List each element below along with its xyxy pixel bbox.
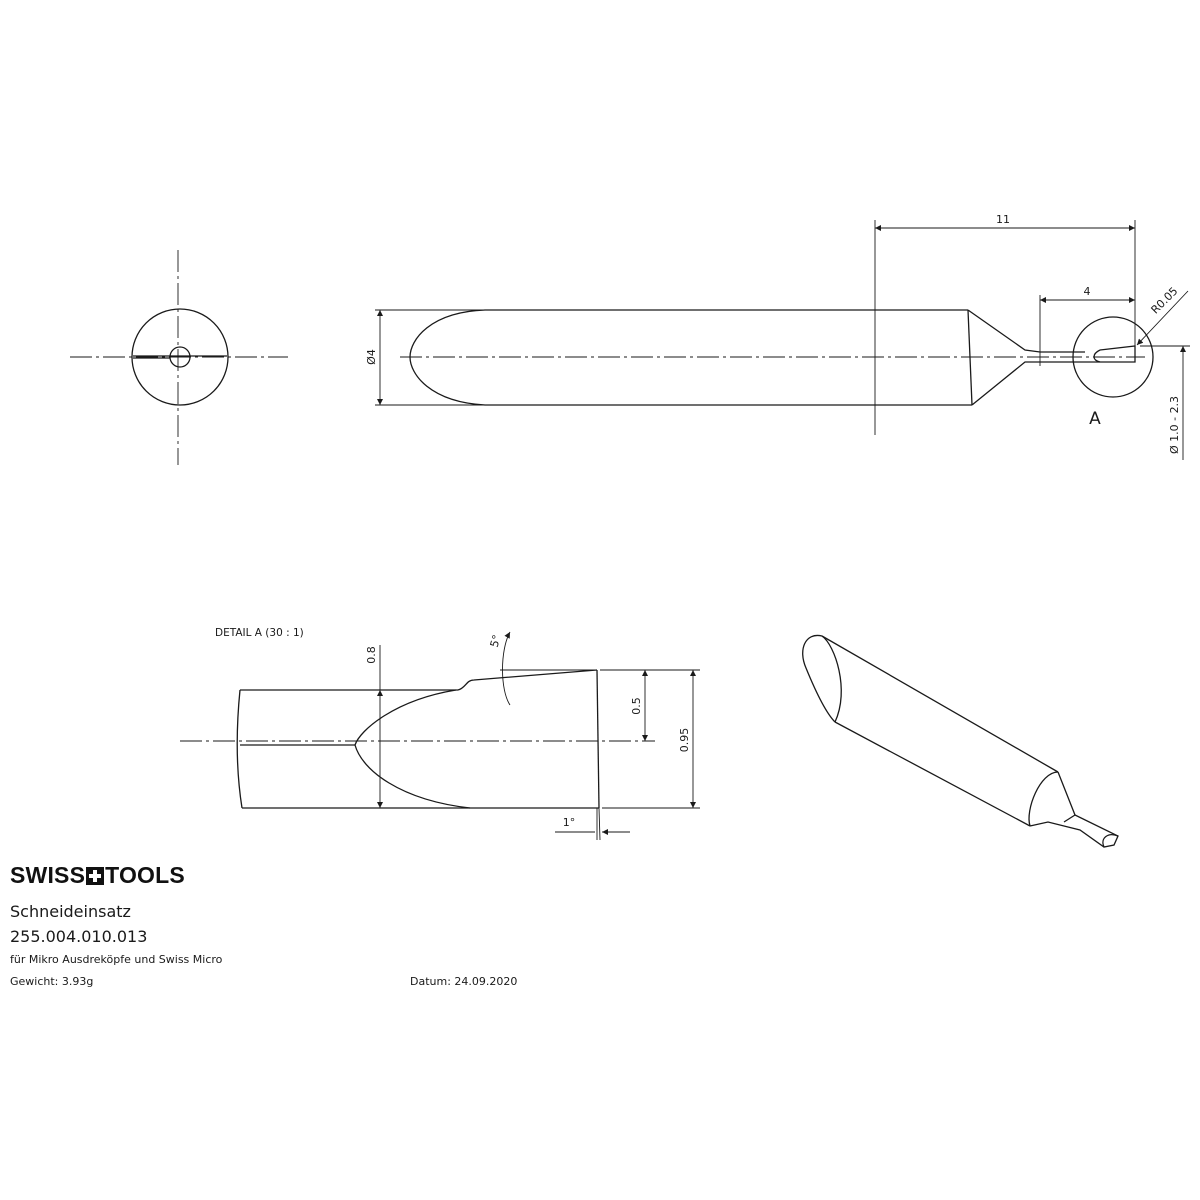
side-view <box>375 220 1190 460</box>
product-name: Schneideinsatz <box>10 902 131 921</box>
swiss-cross-icon <box>86 866 105 885</box>
dim-angle-1: 1° <box>563 816 576 829</box>
dim-length-total: 11 <box>996 213 1010 226</box>
isometric-view <box>802 634 1119 848</box>
dim-detail-095: 0.95 <box>678 728 691 753</box>
product-description: für Mikro Ausdreköpfe und Swiss Micro <box>10 953 223 966</box>
dim-detail-08: 0.8 <box>365 646 378 664</box>
weight: Gewicht: 3.93g <box>10 975 94 988</box>
dim-shank-diameter: Ø4 <box>365 349 378 365</box>
dim-angle-5: 5° <box>488 633 504 648</box>
brand-logo: SWISS TOOLS <box>10 862 185 889</box>
end-view <box>70 250 288 465</box>
dim-tip-radius: R0.05 <box>1149 285 1181 317</box>
brand-logo-left: SWISS <box>10 862 86 888</box>
dim-detail-05: 0.5 <box>630 697 643 715</box>
detail-title: DETAIL A (30 : 1) <box>215 627 304 639</box>
detail-marker-label: A <box>1089 409 1101 429</box>
dim-bore-range: Ø 1.0 - 2.3 <box>1168 396 1181 454</box>
brand-logo-right: TOOLS <box>105 862 185 888</box>
article-number: 255.004.010.013 <box>10 927 148 946</box>
dim-length-neck: 4 <box>1084 285 1091 298</box>
detail-a-view <box>180 631 700 841</box>
date: Datum: 24.09.2020 <box>410 975 518 988</box>
